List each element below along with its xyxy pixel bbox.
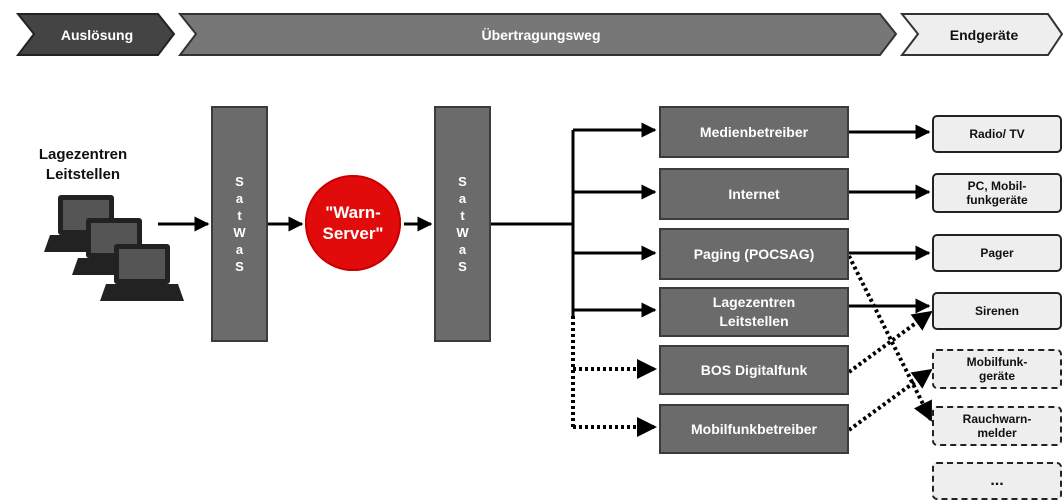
device-mobil-line-2: geräte: [978, 369, 1016, 383]
laptop-icon: [100, 244, 184, 301]
header-stage-uebertragungsweg: Übertragungsweg: [481, 26, 601, 43]
device-more: ...: [932, 462, 1062, 500]
channel-paging: Paging (POCSAG): [659, 228, 849, 280]
header-stage-ausloesung: Auslösung: [60, 26, 134, 43]
device-rauch-line-2: melder: [977, 426, 1017, 440]
header-chevron-ausloesung: [15, 13, 176, 56]
source-label-line-1: Lagezentren: [38, 146, 128, 163]
channel-lagezentren: Lagezentren Leitstellen: [659, 287, 849, 337]
device-rauch-line-1: Rauchwarn-: [962, 412, 1032, 426]
channel-mobilfunkbetreiber: Mobilfunkbetreiber: [659, 404, 849, 454]
satwas-column-right: S a t W a S: [434, 106, 491, 342]
satwas-letter: a: [458, 242, 467, 257]
channel-bos-digitalfunk: BOS Digitalfunk: [659, 345, 849, 395]
device-mobil-line-1: Mobilfunk-: [966, 355, 1028, 369]
warn-server-line-1: "Warn-: [325, 203, 381, 222]
satwas-letter: S: [235, 174, 244, 189]
header-chevron-uebertragungsweg: [177, 13, 898, 56]
warn-server-line-2: Server": [322, 224, 384, 243]
flow-arrows: [158, 122, 931, 318]
warn-server-node: "Warn- Server": [305, 175, 401, 271]
channel-medienbetreiber: Medienbetreiber: [659, 106, 849, 158]
dotted-arrows: [571, 255, 933, 437]
satwas-letter: S: [458, 259, 467, 274]
satwas-letter: S: [458, 174, 467, 189]
device-sirenen: Sirenen: [932, 292, 1062, 330]
satwas-letter: W: [233, 225, 246, 240]
source-label-line-2: Leitstellen: [45, 166, 121, 183]
channel-lagezentren-line-2: Leitstellen: [719, 313, 789, 329]
header-stage-endgeraete: Endgeräte: [949, 26, 1019, 43]
device-pc-line-1: PC, Mobil-: [967, 179, 1027, 193]
satwas-letter: S: [235, 259, 244, 274]
satwas-letter: W: [456, 225, 469, 240]
channel-lagezentren-line-1: Lagezentren: [712, 294, 796, 310]
source-label: Lagezentren Leitstellen: [18, 145, 148, 185]
header-chevron-endgeraete: [899, 13, 1064, 56]
device-pc-mobilfunkgeraete: PC, Mobil- funkgeräte: [932, 173, 1062, 213]
satwas-column-left: S a t W a S: [211, 106, 268, 342]
satwas-letter: t: [460, 208, 465, 223]
satwas-letter: t: [237, 208, 242, 223]
device-radio-tv: Radio/ TV: [932, 115, 1062, 153]
satwas-letter: a: [458, 191, 467, 206]
device-pager: Pager: [932, 234, 1062, 272]
satwas-letter: a: [235, 191, 244, 206]
device-rauchwarnmelder: Rauchwarn- melder: [932, 406, 1062, 446]
device-pc-line-2: funkgeräte: [966, 193, 1028, 207]
satwas-letter: a: [235, 242, 244, 257]
channel-internet: Internet: [659, 168, 849, 220]
device-mobilfunkgeraete: Mobilfunk- geräte: [932, 349, 1062, 389]
